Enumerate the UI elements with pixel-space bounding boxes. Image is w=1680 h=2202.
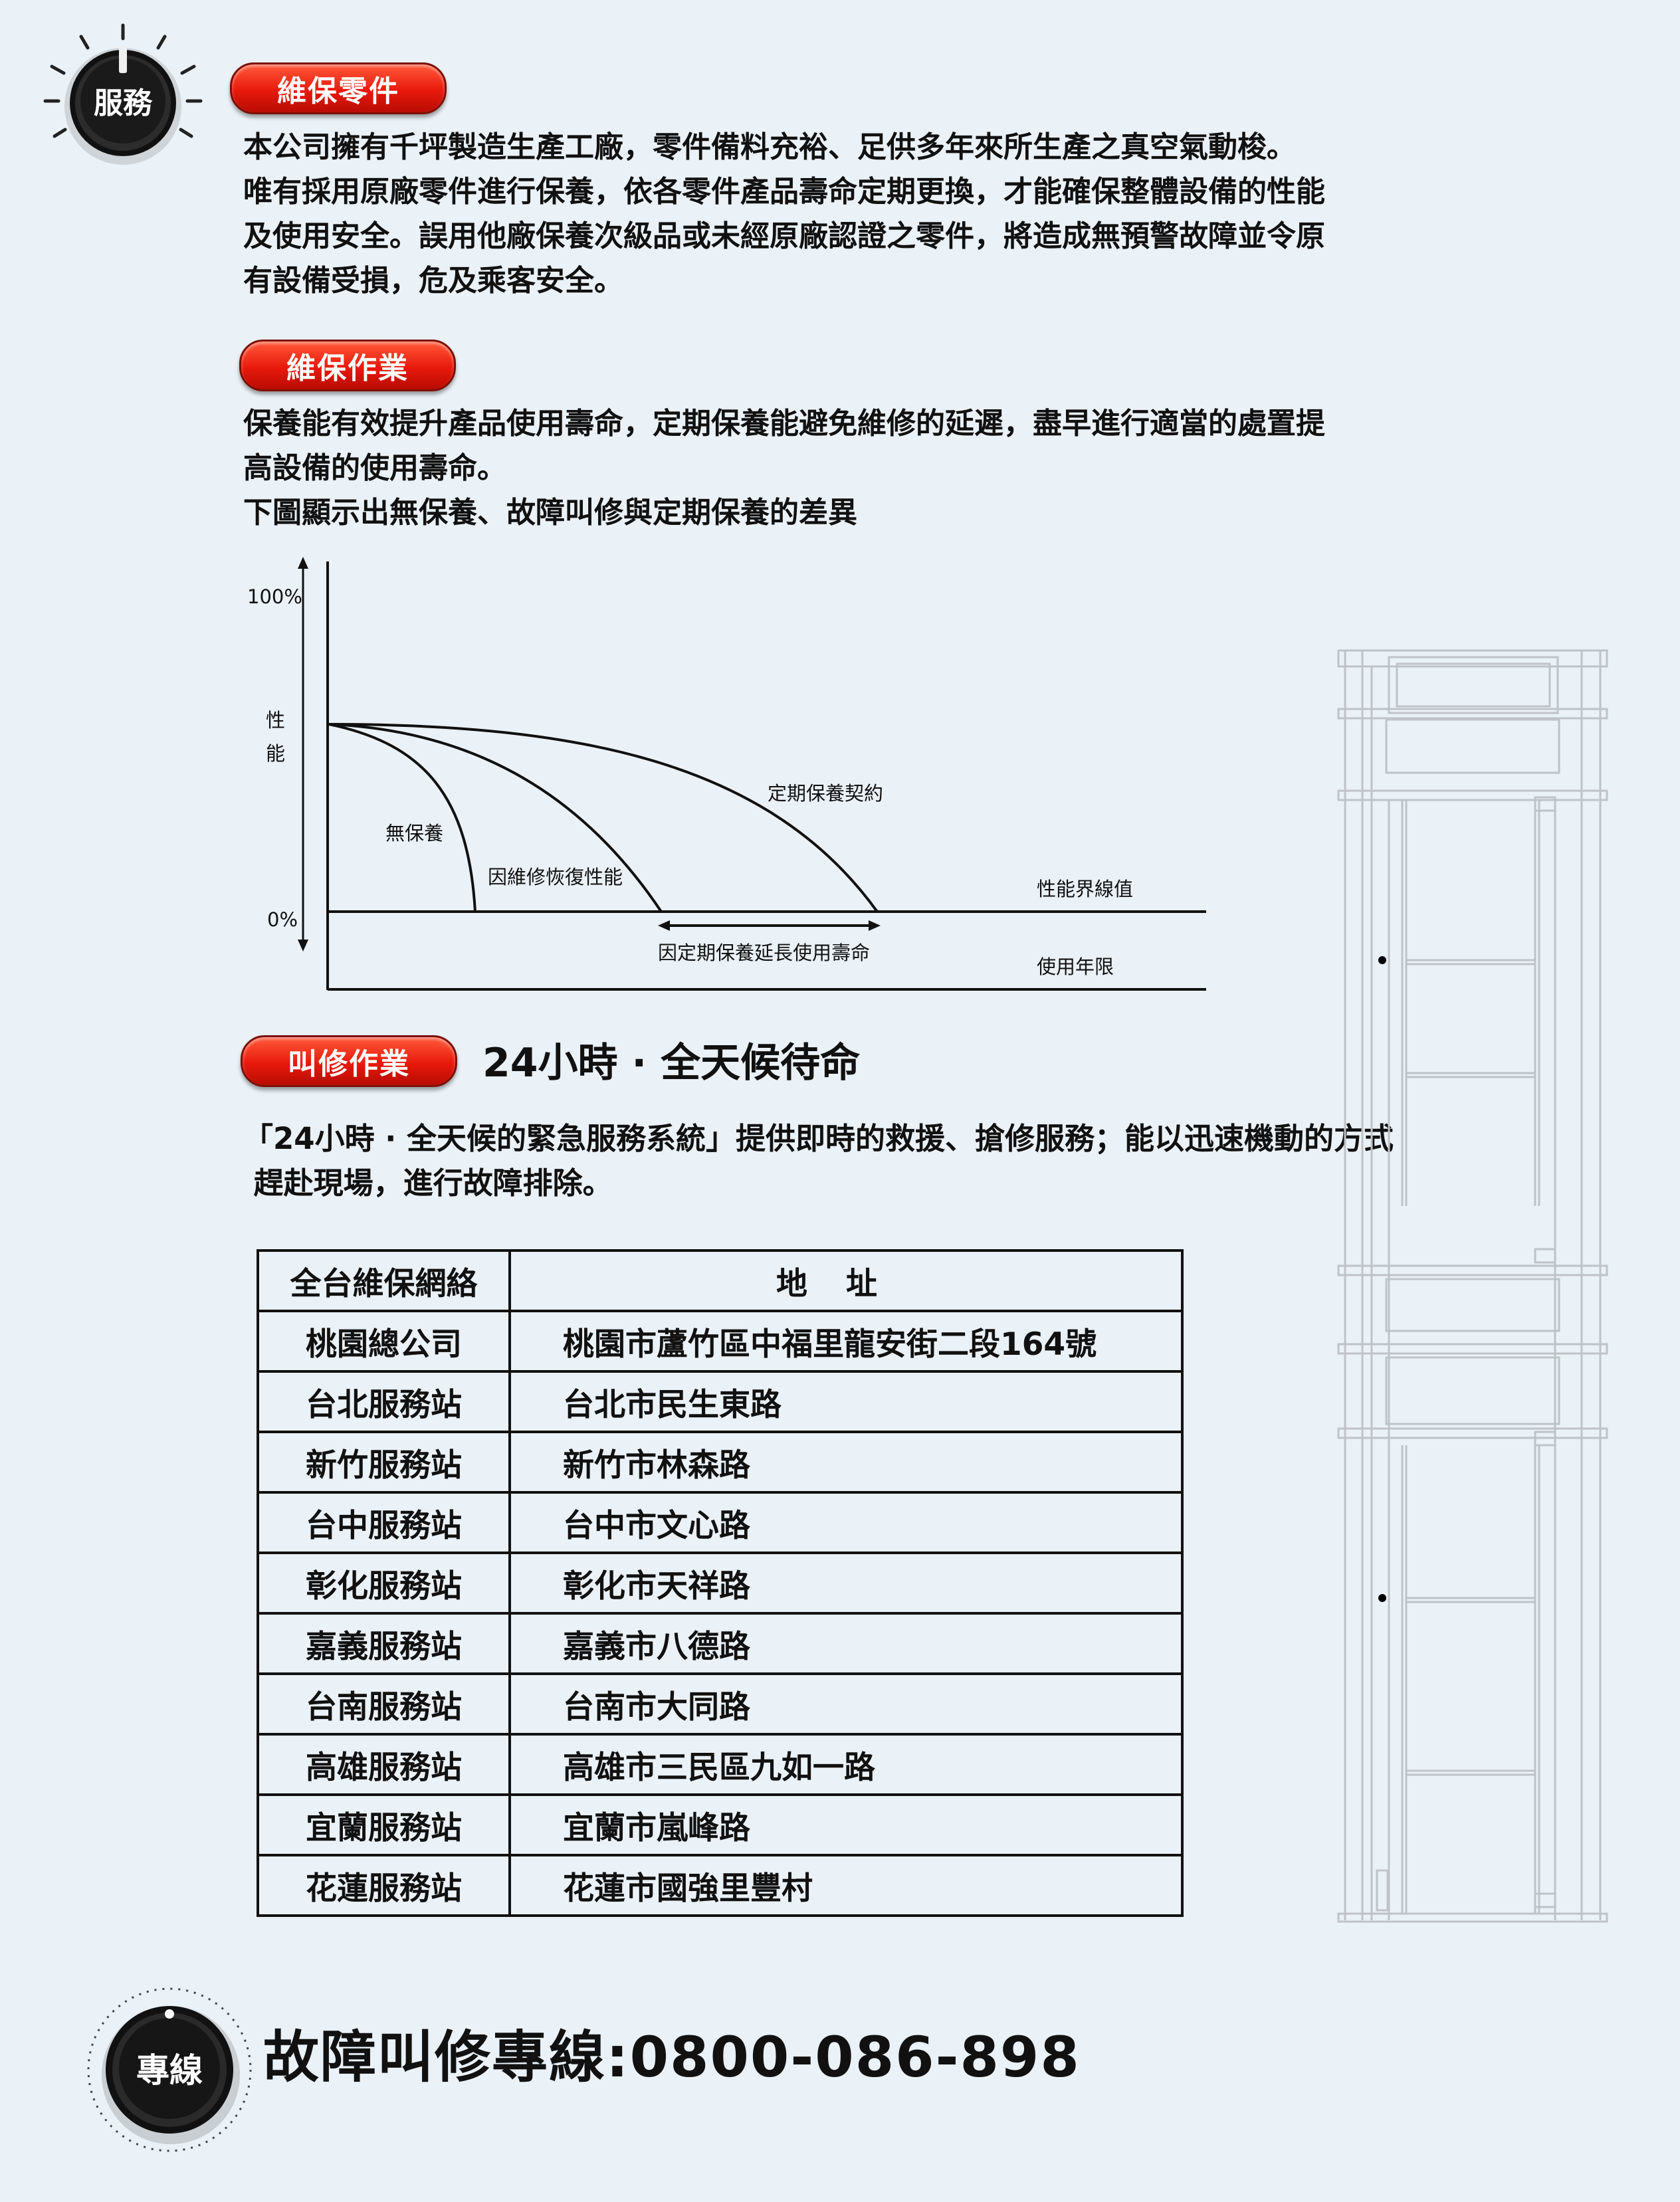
table-row: 台南服務站台南市大同路 — [257, 1672, 1184, 1736]
table-row: 台中服務站台中市文心路 — [257, 1491, 1184, 1554]
elevator-drawing-icon — [1337, 649, 1608, 1923]
hotline-badge-label: 專線 — [136, 2051, 203, 2090]
y-tick-0: 0% — [267, 908, 298, 931]
table-header-row: 全台維保網絡 地址 — [257, 1249, 1184, 1312]
parts-paragraph: 本公司擁有千坪製造生產工廠，零件備料充裕、足供多年來所生產之真空氣動梭。 唯有採… — [243, 130, 1325, 298]
section-label-repair: 叫修作業 — [241, 1035, 457, 1087]
hotline-number[interactable]: 故障叫修專線:0800-086-898 — [263, 2025, 1081, 2090]
table-row: 宜蘭服務站宜蘭市嵐峰路 — [257, 1793, 1184, 1856]
repair-paragraph: 「24小時 · 全天候的緊急服務系統」提供即時的救援、搶修服務；能以迅速機動的方… — [243, 1121, 1394, 1201]
maintenance-chart: 100% 性 能 0% 無保養 因維修恢復性能 定期保養契約 性能界線值 因定期… — [247, 557, 1206, 991]
table-row: 新竹服務站新竹市林森路 — [257, 1431, 1184, 1494]
y-label-1: 性 — [266, 709, 285, 732]
label-no-maintenance: 無保養 — [385, 822, 443, 845]
table-row: 高雄服務站高雄市三民區九如一路 — [257, 1733, 1184, 1796]
label-repair: 因維修恢復性能 — [488, 866, 623, 888]
curve-no-maintenance — [328, 723, 476, 912]
x-axis-label: 使用年限 — [1037, 955, 1114, 978]
service-network-table: 全台維保網絡 地址 桃園總公司桃園市蘆竹區中福里龍安街二段164號 台北服務站台… — [257, 1249, 1184, 1917]
label-contract: 定期保養契約 — [768, 782, 883, 805]
table-row: 台北服務站台北市民生東路 — [257, 1370, 1184, 1433]
curve-repair — [328, 723, 663, 913]
label-extension: 因定期保養延長使用壽命 — [658, 942, 870, 964]
y-tick-100: 100% — [247, 585, 302, 608]
label-threshold: 性能界線值 — [1037, 878, 1133, 900]
table-row: 嘉義服務站嘉義市八德路 — [257, 1612, 1184, 1675]
section-label-parts: 維保零件 — [230, 62, 447, 114]
table-row: 彰化服務站彰化市天祥路 — [257, 1551, 1184, 1615]
curve-contract — [328, 723, 879, 913]
table-row: 桃園總公司桃園市蘆竹區中福里龍安街二段164號 — [257, 1310, 1184, 1373]
maintenance-paragraph: 保養能有效提升產品使用壽命，定期保養能避免維修的延遲，盡早進行適當的處置提 高設… — [243, 407, 1325, 530]
section-label-maintenance: 維保作業 — [239, 340, 456, 391]
header-address: 地址 — [508, 1249, 1184, 1312]
hotline-knob-icon: 專線 — [87, 1987, 252, 2152]
repair-headline: 24小時 · 全天候待命 — [482, 1040, 861, 1086]
y-label-2: 能 — [266, 742, 285, 765]
service-badge-label: 服務 — [94, 86, 153, 120]
header-network: 全台維保網絡 — [257, 1249, 511, 1312]
service-knob-icon: 服務 — [43, 23, 203, 165]
table-row: 花蓮服務站花蓮市國強里豐村 — [257, 1854, 1184, 1917]
